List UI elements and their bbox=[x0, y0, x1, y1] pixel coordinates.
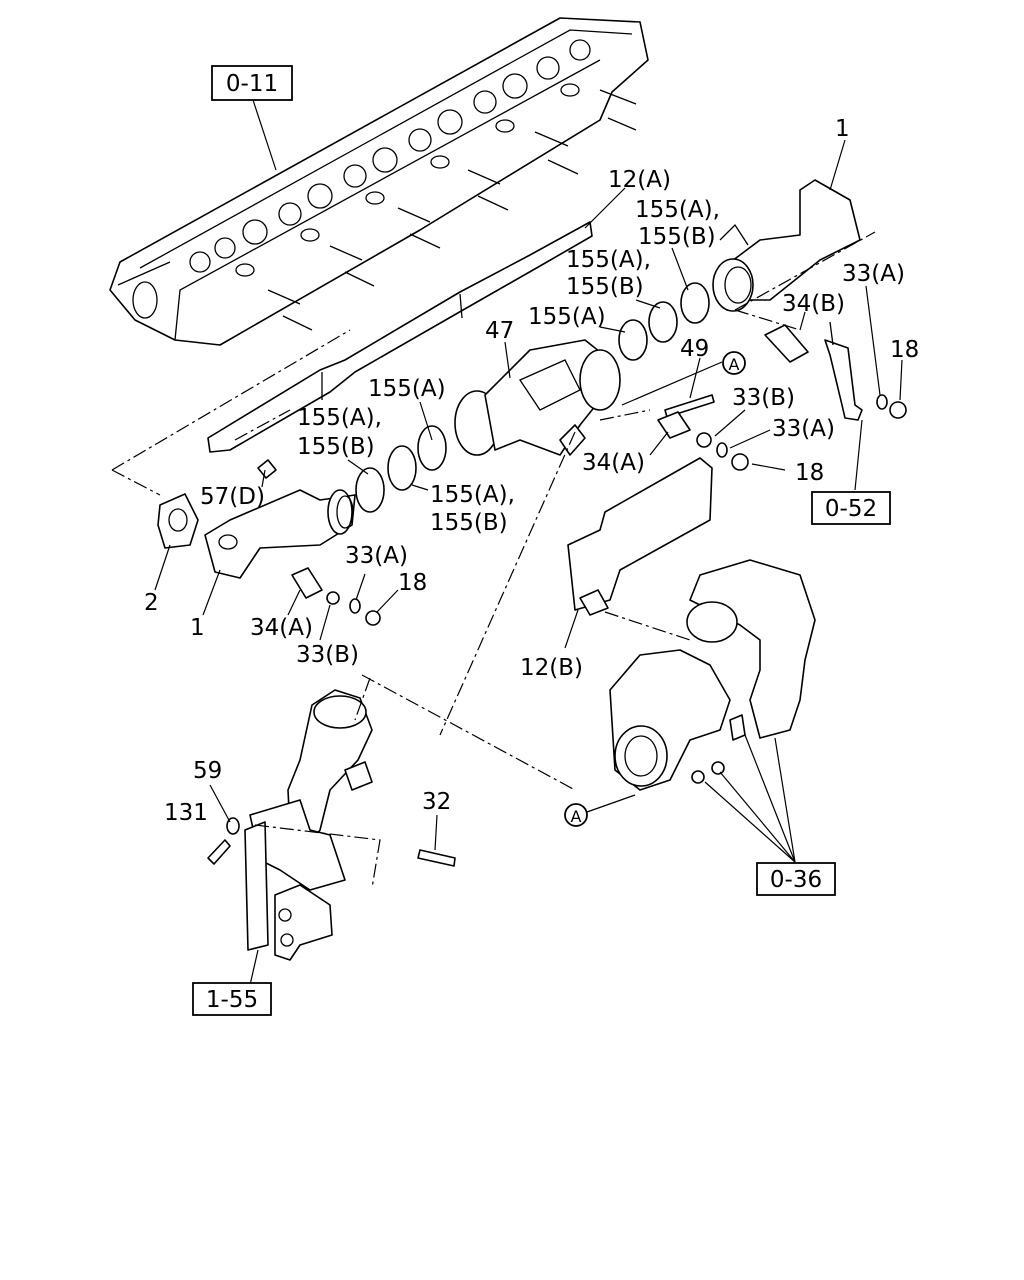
seal-rings-right bbox=[618, 282, 710, 361]
label-34b: 34(B) bbox=[782, 291, 845, 317]
label-155b-3: 155(B) bbox=[297, 434, 375, 460]
middle-sleeve-parts bbox=[657, 411, 749, 471]
label-1-top: 1 bbox=[835, 116, 850, 142]
exhaust-manifold-center bbox=[454, 339, 621, 456]
label-2: 2 bbox=[144, 590, 159, 616]
label-131: 131 bbox=[164, 800, 208, 826]
heat-shield-12a bbox=[207, 221, 593, 453]
label-49: 49 bbox=[680, 336, 709, 362]
label-155a-2: 155(A), bbox=[566, 247, 651, 273]
label-12b: 12(B) bbox=[520, 655, 583, 681]
label-18-middle: 18 bbox=[795, 460, 824, 486]
label-34a-middle: 34(A) bbox=[582, 450, 645, 476]
label-33b-right: 33(B) bbox=[732, 385, 795, 411]
exhaust-downpipe bbox=[207, 689, 456, 961]
label-155b-1: 155(B) bbox=[638, 224, 716, 250]
cylinder-head bbox=[109, 17, 649, 346]
label-33a-right: 33(A) bbox=[842, 261, 905, 287]
ref-box-0-36: 0-36 bbox=[756, 862, 836, 896]
exhaust-elbow-left bbox=[204, 489, 356, 579]
label-18-right: 18 bbox=[890, 337, 919, 363]
label-155a-3: 155(A), bbox=[297, 405, 382, 431]
right-bracket-parts bbox=[764, 321, 907, 421]
label-33a-middle: 33(A) bbox=[772, 416, 835, 442]
label-33a-left: 33(A) bbox=[345, 543, 408, 569]
label-155a-single-2: 155(A) bbox=[368, 376, 446, 402]
callout-a-upper: A bbox=[722, 351, 746, 375]
label-1-left: 1 bbox=[190, 615, 205, 641]
label-32: 32 bbox=[422, 789, 451, 815]
seal-rings-left bbox=[355, 425, 447, 513]
left-sleeve-parts bbox=[257, 459, 381, 626]
leader-lines bbox=[154, 99, 903, 986]
turbocharger bbox=[609, 559, 816, 791]
label-47: 47 bbox=[485, 318, 514, 344]
assembly-lines bbox=[111, 231, 876, 889]
label-155a-1: 155(A), bbox=[635, 197, 720, 223]
label-155a-single-1: 155(A) bbox=[528, 304, 606, 330]
callout-letter: A bbox=[571, 807, 582, 826]
ref-box-0-52: 0-52 bbox=[811, 491, 891, 525]
label-155a-4: 155(A), bbox=[430, 482, 515, 508]
ref-label: 0-36 bbox=[770, 867, 822, 893]
exhaust-elbow-right bbox=[712, 179, 861, 312]
label-155b-2: 155(B) bbox=[566, 274, 644, 300]
bracket-12b bbox=[567, 457, 713, 616]
ref-label: 0-11 bbox=[226, 71, 278, 97]
ref-box-1-55: 1-55 bbox=[192, 982, 272, 1016]
part-labels: 1 12(A) 155(A), 155(B) 155(A), 155(B) 15… bbox=[144, 116, 919, 826]
gasket-2 bbox=[157, 493, 199, 549]
label-18-left: 18 bbox=[398, 570, 427, 596]
label-12a: 12(A) bbox=[608, 167, 671, 193]
ref-box-0-11: 0-11 bbox=[211, 65, 293, 101]
label-59: 59 bbox=[193, 758, 222, 784]
label-57d: 57(D) bbox=[200, 484, 265, 510]
callout-a-lower: A bbox=[564, 803, 588, 827]
label-34a-left: 34(A) bbox=[250, 615, 313, 641]
label-33b-left: 33(B) bbox=[296, 642, 359, 668]
callout-letter: A bbox=[729, 355, 740, 374]
ref-label: 1-55 bbox=[206, 987, 258, 1013]
label-155b-4: 155(B) bbox=[430, 510, 508, 536]
ref-label: 0-52 bbox=[825, 496, 877, 522]
